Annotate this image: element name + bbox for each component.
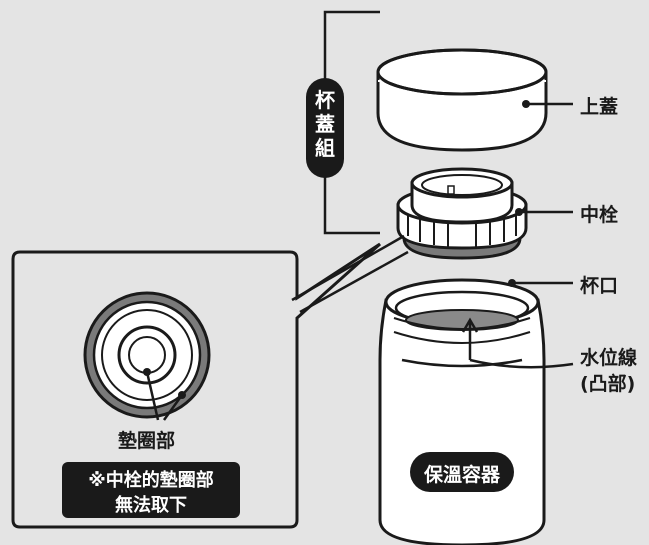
stopper-bottom-view — [83, 291, 211, 419]
container-label: 保溫容器 — [423, 464, 500, 486]
top-lid-drawing — [376, 48, 548, 152]
note-line-1: ※中栓的墊圈部 — [88, 470, 214, 491]
water-level-sub-label: (凸部) — [580, 373, 636, 395]
top-lid-label: 上蓋 — [580, 96, 619, 118]
container-drawing — [378, 278, 546, 545]
cap-set-char-2: 蓋 — [315, 112, 335, 136]
middle-stopper-drawing — [396, 167, 528, 260]
note-line-2: 無法取下 — [115, 495, 187, 516]
note-box-shape — [62, 462, 240, 518]
gasket-label: 墊圈部 — [118, 430, 176, 452]
middle-stopper-label: 中栓 — [580, 204, 619, 226]
water-level-label: 水位線 — [580, 347, 638, 369]
cap-set-char-1: 杯 — [315, 88, 335, 112]
cup-mouth-label: 杯口 — [580, 275, 619, 297]
cap-set-char-3: 組 — [315, 136, 335, 160]
cap-set-label: 杯 蓋 組 — [308, 88, 342, 160]
cap-set-pill-shape — [306, 78, 344, 178]
